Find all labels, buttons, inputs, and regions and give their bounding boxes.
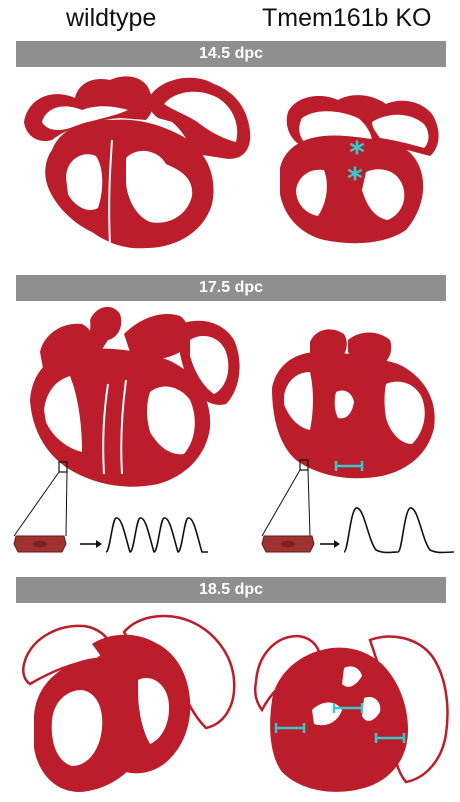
zoom-line-wt-right	[66, 472, 67, 536]
zoom-line-ko-right	[308, 470, 310, 536]
heart-ko-17-5	[272, 329, 435, 478]
arrow-wt	[80, 540, 102, 548]
arrow-ko	[320, 540, 340, 548]
heart-ko-18-5	[255, 636, 447, 792]
heart-wt-17-5	[30, 307, 240, 487]
cardiomyocyte-icon-ko	[262, 536, 314, 552]
cardiomyocyte-icon-wt	[14, 536, 66, 552]
action-potential-trace-wt	[106, 518, 208, 552]
heart-wt-18-5	[23, 616, 234, 792]
zoom-line-wt-left	[14, 472, 59, 536]
zoom-line-ko-left	[262, 470, 300, 536]
heart-wt-14-5	[24, 76, 250, 248]
action-potential-trace-ko	[344, 508, 454, 553]
asterisk-marker-lower: *	[347, 162, 363, 197]
